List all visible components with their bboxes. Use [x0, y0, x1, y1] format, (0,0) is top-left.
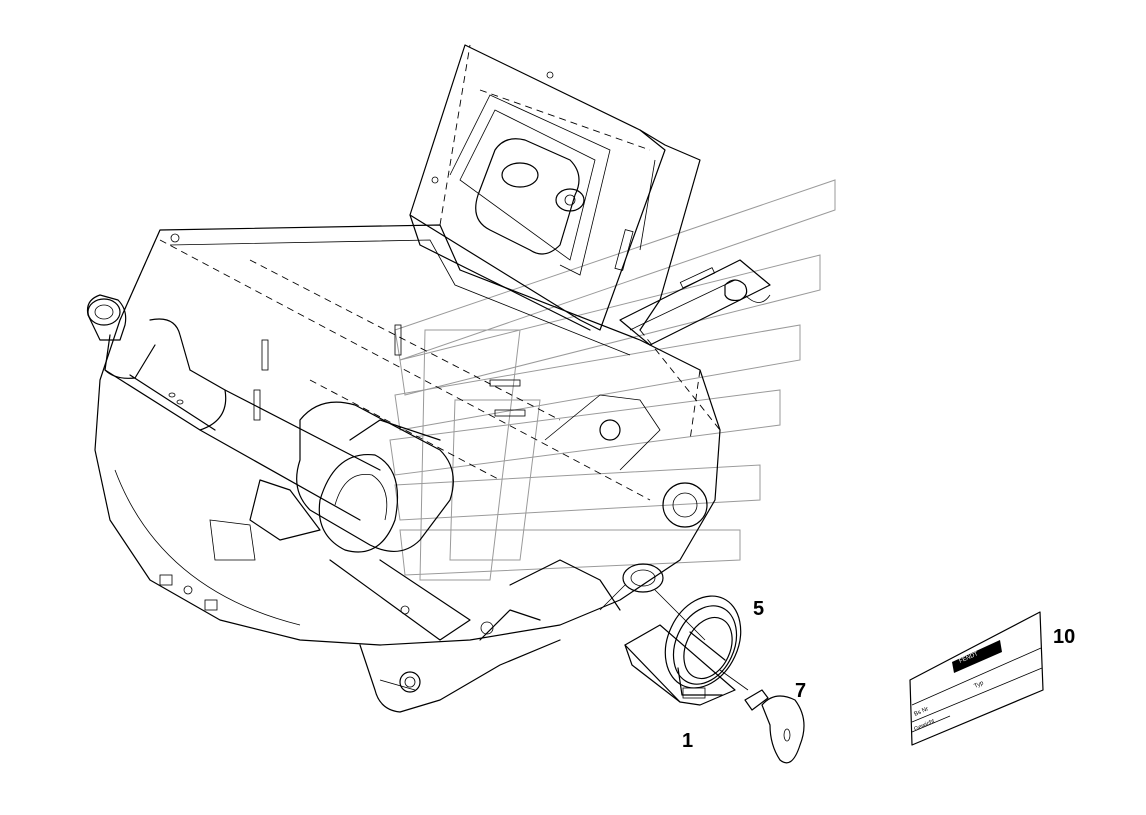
nameplate-type-label: Typ [973, 680, 985, 690]
callout-part-7: 7 [795, 680, 807, 702]
key [719, 669, 805, 764]
ignition-switch [624, 589, 742, 706]
column-housing [209, 401, 471, 641]
right-bracket-arm [619, 259, 771, 346]
base-plate [94, 224, 721, 646]
callout-part-5: 5 [753, 598, 765, 620]
nameplate-weight-label: Gewicht [913, 718, 936, 732]
assembly-guide-lines [119, 44, 721, 501]
watermark-logo [389, 179, 836, 581]
upper-bracket [409, 44, 701, 331]
nameplate-serial-label: Bs Nr [913, 706, 929, 718]
callout-part-1: 1 [682, 730, 694, 752]
steering-column [86, 294, 381, 521]
callout-part-10: 10 [1053, 626, 1076, 648]
switch-socket [599, 563, 664, 611]
lower-base [359, 394, 708, 713]
nameplate: FENDT Typ Bs Nr Gewicht [909, 611, 1044, 746]
